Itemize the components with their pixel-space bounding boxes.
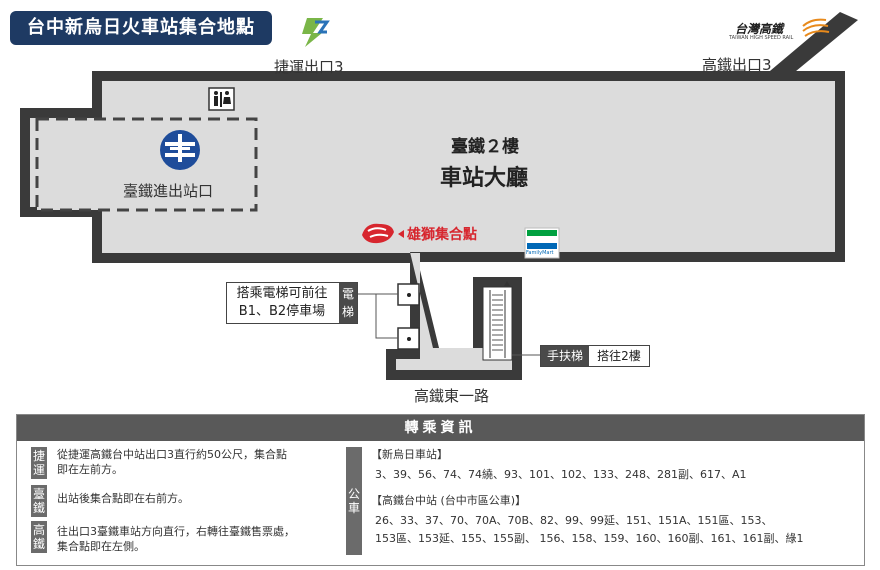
escalator-shaft	[482, 281, 540, 361]
bus-group-2-routes-2: 153區、153延、155、155副、 156、158、159、160、160副…	[375, 532, 804, 545]
elevator-callout: 搭乘電梯可前往 B1、B2停車場 電梯	[226, 282, 358, 324]
hsr-exit-label: 高鐵出口3	[702, 56, 772, 74]
mrt-exit-label: 捷運出口3	[274, 58, 344, 76]
elevator-tag: 電梯	[339, 283, 357, 323]
hsr-logo-subtext: TAIWAN HIGH SPEED RAIL	[729, 35, 794, 41]
bus-tag: 公車	[346, 447, 362, 555]
escalator-callout: 手扶梯 搭往2樓	[540, 345, 650, 367]
elevator-shafts	[356, 283, 420, 350]
tra-logo-icon	[160, 130, 200, 170]
bus-group-2-name: 【高鐵台中站 (台中市區公車)】	[371, 494, 527, 507]
hsr-line-2: 集合點即在左側。	[57, 540, 145, 553]
hsr-line-1: 往出口3臺鐵車站方向直行，右轉往臺鐵售票處，	[57, 525, 295, 538]
mrt-line-2: 即在左前方。	[57, 463, 123, 476]
hall-name-label: 車站大廳	[440, 166, 529, 191]
meeting-point-arrow-icon	[398, 230, 404, 238]
tra-tag: 臺鐵	[31, 485, 47, 517]
hall-floor-label: 臺鐵２樓	[451, 137, 519, 157]
mrt-logo-icon	[302, 18, 330, 47]
tra-line-1: 出站後集合點即在右前方。	[57, 492, 189, 505]
escalator-tag: 手扶梯	[541, 346, 589, 366]
elevator-line1: 搭乘電梯可前往	[236, 286, 328, 301]
restroom-icon	[208, 87, 235, 111]
tra-gate-label: 臺鐵進出站口	[123, 182, 214, 200]
tra-gate-zone	[35, 117, 258, 212]
transfer-info-panel: 轉乘資訊 捷運 從捷運高鐵台中站出口3直行約50公尺，集合點 即在左前方。 臺鐵…	[16, 414, 865, 566]
meeting-point-lion-icon	[362, 223, 394, 244]
road-label: 高鐵東一路	[414, 387, 490, 405]
hsr-logo-text: 台灣高鐵	[735, 22, 784, 36]
bus-group-2-routes-1: 26、33、37、70、70A、70B、82、99、99延、151、151A、1…	[375, 514, 773, 527]
page-title: 台中新烏日火車站集合地點	[10, 11, 272, 45]
bus-group-1-routes: 3、39、56、74、74繞、93、101、102、133、248、281副、6…	[375, 468, 747, 481]
escalator-text: 搭往2樓	[597, 349, 641, 363]
familymart-icon	[524, 227, 560, 259]
mrt-tag: 捷運	[31, 447, 47, 479]
bus-group-1-name: 【新烏日車站】	[371, 448, 448, 461]
familymart-label: FamilyMart	[526, 250, 554, 256]
meeting-point-label: 雄獅集合點	[407, 227, 477, 243]
transfer-info-heading: 轉乘資訊	[17, 415, 864, 441]
mrt-line-1: 從捷運高鐵台中站出口3直行約50公尺，集合點	[57, 448, 287, 461]
hsr-logo-icon	[802, 18, 830, 37]
hsr-exit-wall	[764, 12, 858, 76]
hsr-tag: 高鐵	[31, 521, 47, 553]
elevator-line2: B1、B2停車場	[238, 304, 326, 319]
